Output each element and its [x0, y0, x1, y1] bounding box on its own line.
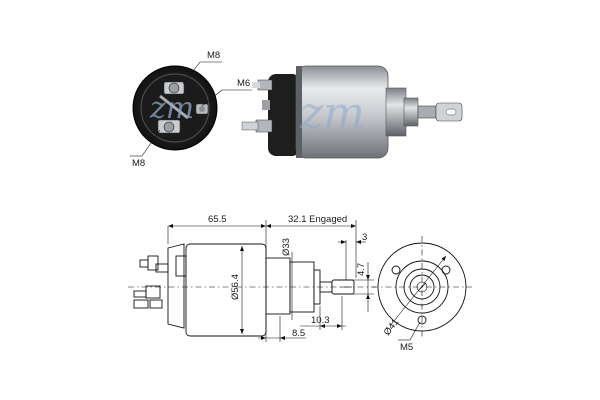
dim-engaged: 32.1 Engaged [288, 214, 347, 225]
dim-gap-3: 3 [362, 232, 367, 243]
dim-dia-nose: Ø33 [281, 238, 292, 256]
photo-end-view: zm [132, 65, 218, 151]
dim-length: 65.5 [208, 214, 227, 225]
drawing-dimensions: 65.5 32.1 Engaged Ø56.4 Ø33 3 4.7 10.3 [167, 214, 374, 342]
dim-thread-m5: M5 [400, 342, 413, 353]
photo-labels: M8 M6 M8 [130, 50, 252, 169]
dim-10-3: 10.3 [311, 315, 330, 326]
photo-side-view: zm [241, 65, 463, 159]
dim-dia-41: Ø41 [382, 317, 402, 338]
label-m8-bottom: M8 [132, 158, 145, 169]
drawing-front-view: Ø41 M5 [372, 236, 472, 353]
dim-8-5: 8.5 [292, 328, 305, 339]
dim-dia-body: Ø56.4 [230, 274, 241, 300]
svg-text:zm: zm [149, 91, 194, 126]
label-m8-top: M8 [207, 50, 220, 61]
dim-tab-4-7: 4.7 [356, 263, 367, 276]
svg-text:zm: zm [299, 88, 365, 139]
drawing-side-view [128, 243, 376, 337]
label-m6: M6 [237, 78, 250, 89]
